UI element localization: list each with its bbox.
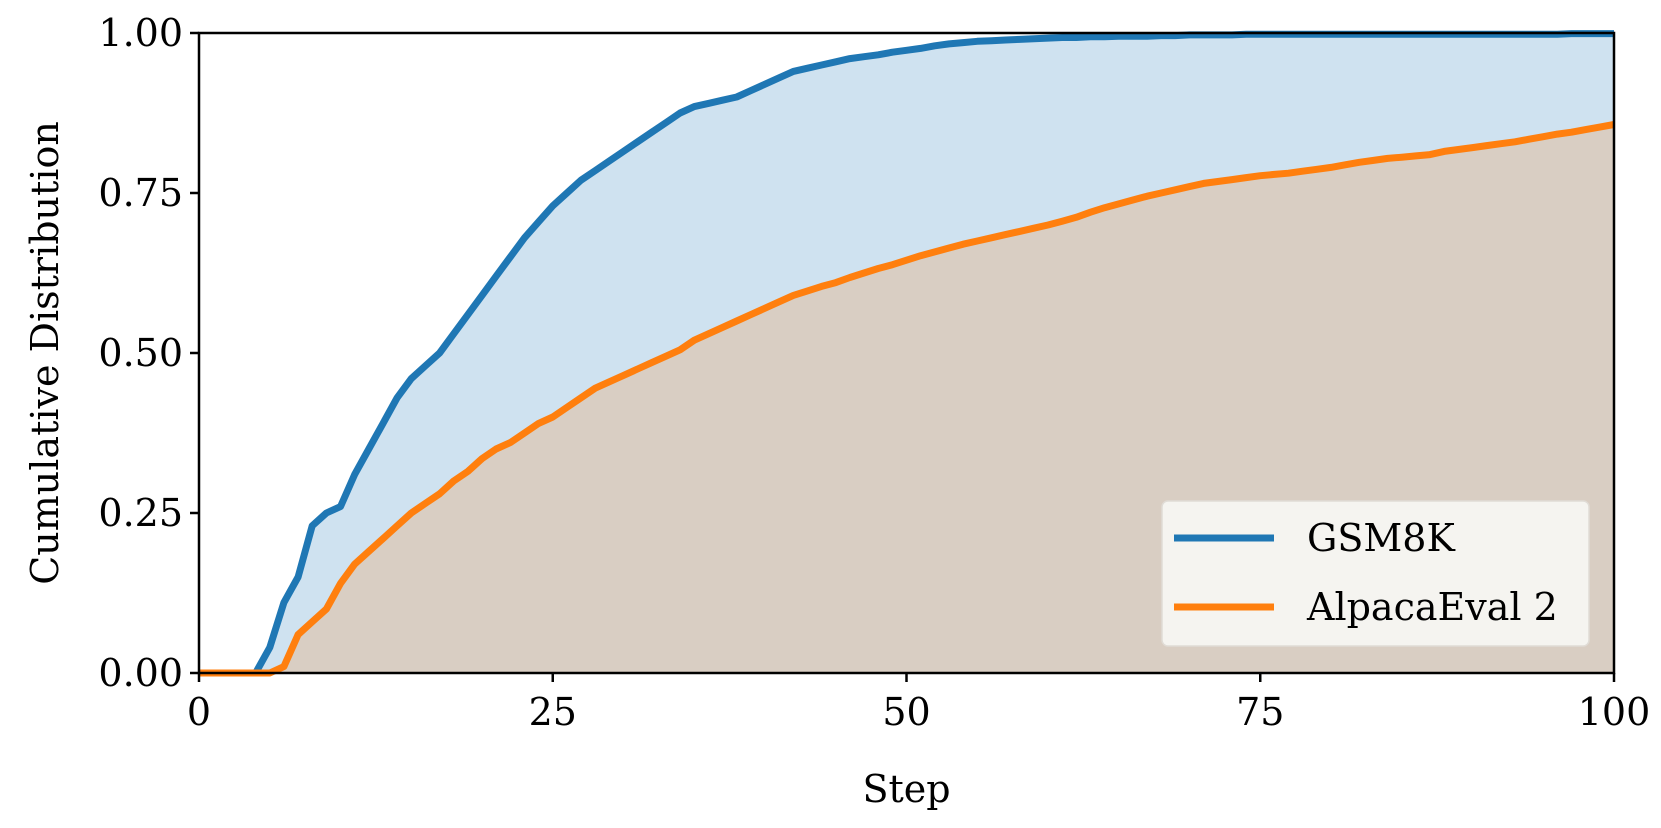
y-tick-label: 0.50 [98, 331, 183, 375]
y-tick-label: 0.25 [98, 491, 183, 535]
y-tick-label: 1.00 [98, 11, 183, 55]
series-line-gsm8k [199, 30, 1614, 677]
legend: GSM8K AlpacaEval 2 [1161, 500, 1590, 647]
series-lines [199, 30, 1615, 677]
x-axis-ticks: 0 25 50 75 100 [187, 673, 1650, 734]
x-tick-label: 0 [187, 690, 211, 734]
legend-label-alpacaeval-2: AlpacaEval 2 [1306, 585, 1558, 629]
x-tick-label: 25 [529, 690, 577, 734]
series-line-alpacaeval-2 [199, 121, 1615, 677]
legend-label-gsm8k: GSM8K [1307, 516, 1455, 560]
y-axis-ticks: 0.00 0.25 0.50 0.75 1.00 [98, 11, 199, 695]
x-tick-label: 75 [1236, 690, 1284, 734]
x-tick-label: 50 [882, 690, 930, 734]
x-tick-label: 100 [1578, 690, 1651, 734]
y-tick-label: 0.75 [98, 171, 183, 215]
x-axis-title: Step [862, 767, 950, 811]
y-axis-title: Cumulative Distribution [23, 121, 67, 585]
y-tick-label: 0.00 [98, 651, 183, 695]
